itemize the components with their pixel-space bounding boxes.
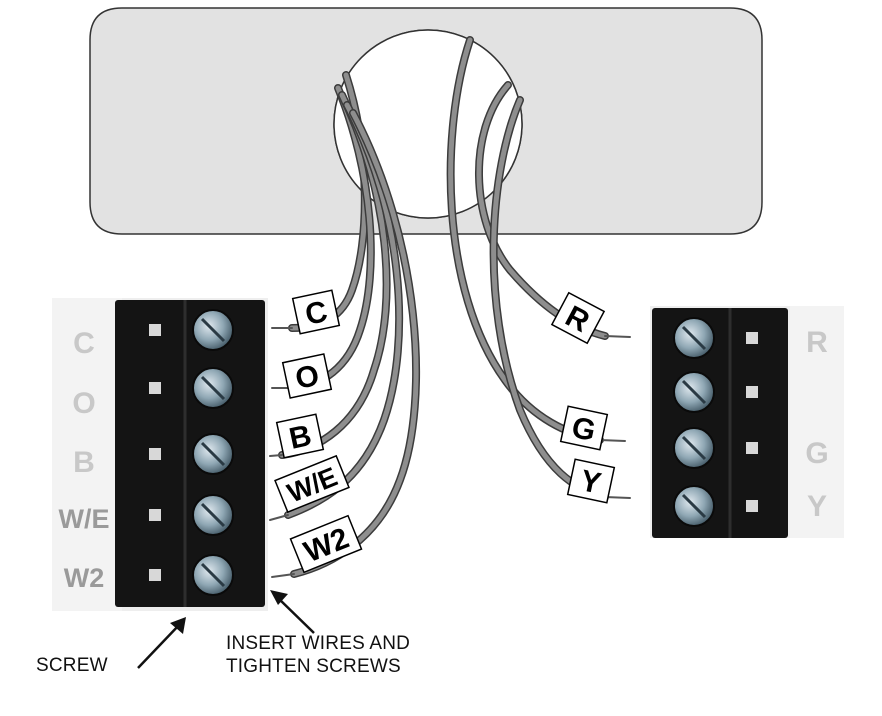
wire-tag-o: O [281, 353, 333, 399]
wire-tags: C O B W/E W2 R G Y [274, 289, 616, 574]
wire-tag-c: C [291, 289, 341, 335]
left-wire-hole-2 [149, 448, 161, 460]
wire-tag-w2: W2 [289, 514, 363, 574]
right-screw-slot-2 [681, 435, 707, 461]
insert-wires-arrow [270, 590, 315, 634]
terminal-label-we: W/E [59, 504, 110, 534]
wall-plate [89, 7, 763, 235]
screw-arrow [137, 617, 186, 669]
terminal-label-c: C [73, 327, 95, 360]
left-screw-slot-0 [200, 317, 226, 343]
wire-tag-y: Y [566, 458, 616, 504]
wire-b [279, 92, 390, 458]
wire-end-6 [599, 439, 626, 442]
right-wire-hole-3 [746, 500, 758, 512]
wire-end-7 [604, 496, 631, 499]
screw-caption: SCREW [36, 654, 108, 677]
wire-tag-b: B [275, 413, 325, 459]
terminal-label-r: R [806, 326, 828, 359]
right-wire-hole-1 [746, 386, 758, 398]
left-screw-slot-1 [200, 375, 226, 401]
screw-caption-text: SCREW [36, 655, 108, 676]
left-screw-slot-3 [200, 502, 226, 528]
right-terminal-block [650, 306, 844, 538]
wire-end-2 [269, 454, 283, 457]
right-screw-slot-3 [681, 493, 707, 519]
wire-end-4 [271, 573, 295, 578]
left-terminal-block [52, 298, 268, 611]
insert-wires-line-2: TIGHTEN SCREWS [226, 656, 401, 677]
right-screw-slot-0 [681, 325, 707, 351]
left-wire-hole-4 [149, 569, 161, 581]
left-screw-slot-2 [200, 441, 226, 467]
insert-wires-line-1: INSERT WIRES AND [226, 633, 411, 654]
left-wire-hole-0 [149, 324, 161, 336]
right-screw-slot-1 [681, 379, 707, 405]
left-screw-slot-4 [200, 562, 226, 588]
left-wire-hole-1 [149, 382, 161, 394]
wire-end-5 [604, 335, 631, 338]
terminal-label-y: Y [807, 490, 827, 523]
wire-g [448, 37, 603, 443]
left-wire-hole-3 [149, 509, 161, 521]
terminal-label-w2: W2 [64, 563, 105, 593]
right-terminal-labels: R G Y [805, 326, 828, 523]
terminal-label-b: B [73, 446, 95, 479]
wire-tag-g: G [559, 405, 609, 451]
wire-end-3 [269, 514, 289, 521]
terminal-label-g: G [805, 437, 828, 470]
right-wire-hole-0 [746, 332, 758, 344]
terminal-label-o: O [72, 387, 95, 420]
left-terminal-labels: C O B W/E W2 [59, 327, 110, 593]
wire-tag-r: R [550, 291, 606, 345]
right-wire-hole-2 [746, 442, 758, 454]
insert-wires-caption: INSERT WIRES AND TIGHTEN SCREWS [226, 632, 410, 678]
